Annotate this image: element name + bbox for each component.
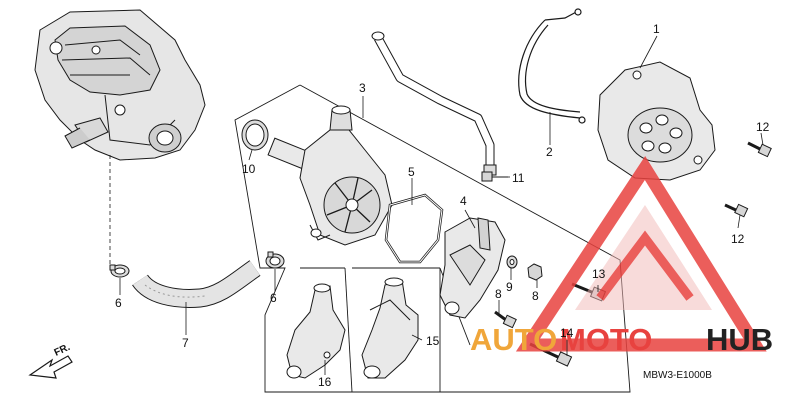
bolt-12-lower <box>724 203 749 218</box>
callout-6-right: 6 <box>270 291 277 305</box>
water-pipe-16 <box>286 283 346 379</box>
callout-16: 16 <box>318 375 332 389</box>
nut-8 <box>527 263 543 281</box>
callout-9: 9 <box>506 280 513 294</box>
callout-4: 4 <box>460 194 467 208</box>
callout-12-upper: 12 <box>756 120 770 134</box>
bolt-12-upper <box>747 141 772 158</box>
callout-5: 5 <box>408 165 415 179</box>
front-direction-arrow: FR. <box>28 342 73 379</box>
callout-10: 10 <box>242 162 256 176</box>
callout-11: 11 <box>512 171 525 185</box>
leader-lines <box>119 35 764 375</box>
engine-illustration <box>34 9 206 161</box>
callout-2: 2 <box>546 145 553 159</box>
watermark-logo <box>515 155 767 352</box>
hose-clamp-right <box>265 251 285 269</box>
callout-14: 14 <box>560 326 574 340</box>
callout-3: 3 <box>359 81 366 95</box>
water-hose <box>132 260 261 308</box>
callout-15: 15 <box>426 334 440 348</box>
bypass-tube <box>371 31 497 176</box>
diagram-code: MBW3-E1000B <box>643 370 712 381</box>
watermark-text-auto: AUTO <box>470 322 557 357</box>
callout-8-lower: 8 <box>495 287 502 301</box>
callout-6-left: 6 <box>115 296 122 310</box>
cover-bracket <box>518 8 586 124</box>
bolt-8-lower <box>494 310 517 329</box>
pump-gasket <box>384 193 444 264</box>
washer-9 <box>506 255 518 269</box>
callout-12-lower: 12 <box>731 232 745 246</box>
o-ring <box>241 119 269 151</box>
thermostat-cover <box>439 217 506 319</box>
callout-7: 7 <box>182 336 189 350</box>
water-pump <box>267 105 393 246</box>
callout-8-upper: 8 <box>532 289 539 303</box>
front-direction-label: FR. <box>53 342 72 359</box>
callout-1: 1 <box>653 22 660 36</box>
watermark-text-moto: MOTO <box>560 322 652 357</box>
water-pump-cover <box>597 61 716 181</box>
callout-13: 13 <box>592 267 606 281</box>
water-pipe-15 <box>361 277 419 379</box>
watermark-text-hub: HUB <box>706 322 773 357</box>
hose-clamp-left <box>109 264 130 278</box>
